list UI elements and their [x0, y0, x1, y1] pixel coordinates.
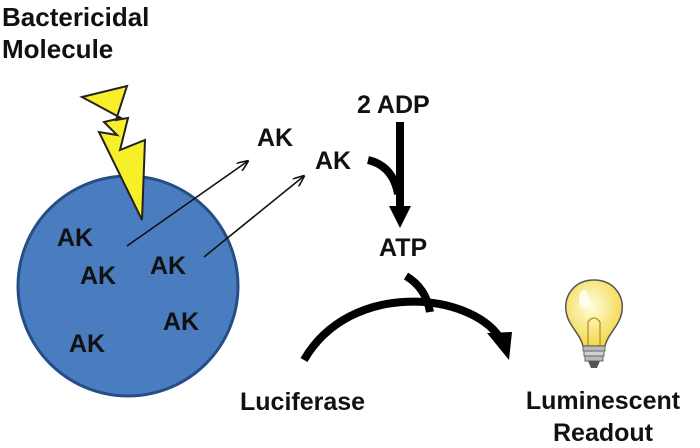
readout-line-1: Luminescent: [525, 387, 681, 415]
release-arrow-2: [203, 176, 304, 258]
cell-ak-label: AK: [163, 308, 200, 336]
cell-ak-label: AK: [150, 252, 187, 280]
atp-feed-curve: [403, 272, 434, 313]
cell-ak-label: AK: [80, 262, 117, 290]
title-line-2: Molecule: [2, 34, 114, 64]
cell-ak-label: AK: [57, 224, 94, 252]
substrate-label: 2 ADP: [357, 91, 430, 119]
readout-line-2: Readout: [553, 419, 653, 447]
released-ak-label: AK: [315, 147, 352, 175]
luciferase-reaction-arc: [300, 297, 504, 362]
lightning-bolt-icon: [79, 84, 147, 221]
ak-catalysis-curve: [366, 156, 402, 195]
adp-to-atp-arrowhead: [389, 206, 411, 228]
product-label: ATP: [379, 234, 428, 262]
release-arrow-1: [126, 161, 248, 247]
title-line-1: Bactericidal: [2, 2, 150, 32]
light-bulb-icon: [565, 279, 623, 368]
released-ak-label: AK: [257, 124, 294, 152]
luciferase-arrowhead: [487, 332, 512, 360]
bacterial-cell: [16, 174, 240, 398]
cell-ak-label: AK: [69, 330, 106, 358]
enzyme-label: Luciferase: [240, 388, 366, 416]
